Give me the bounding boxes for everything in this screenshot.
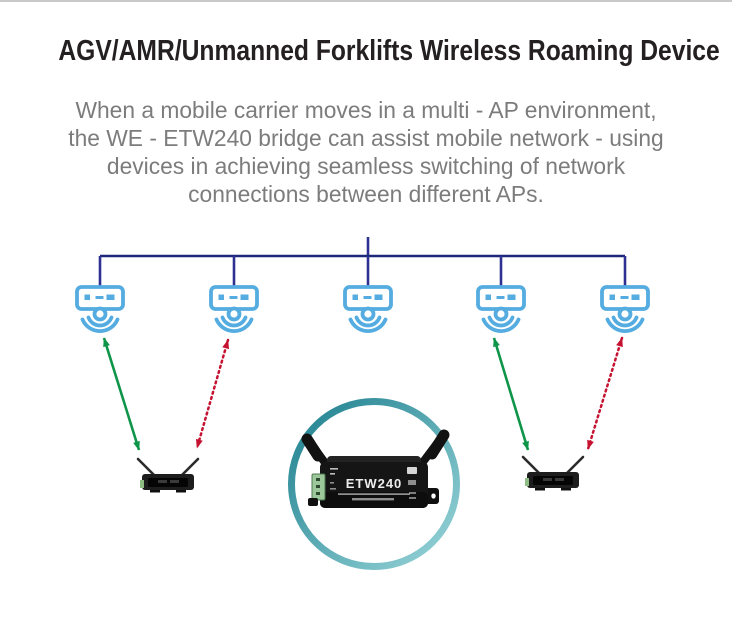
- description-paragraph: When a mobile carrier moves in a multi -…: [0, 96, 732, 208]
- pin-label-mark: [330, 488, 336, 490]
- description-line: connections between different APs.: [188, 181, 544, 207]
- roaming-link-green-left: [102, 337, 141, 451]
- ap-icon-2: [209, 285, 259, 334]
- device-model-label: ETW240: [346, 476, 403, 491]
- roaming-link-red-left: [195, 338, 230, 450]
- terminal-slot: [316, 478, 320, 481]
- network-topology-diagram: ETW240: [75, 237, 650, 570]
- description-line: devices in achieving seamless switching …: [106, 153, 626, 179]
- sub-label-text-strip: [352, 498, 394, 501]
- terminal-slot: [316, 485, 320, 488]
- cert-mark: [409, 492, 416, 494]
- label-underline: [338, 493, 410, 495]
- roaming-link-green-right: [492, 337, 530, 451]
- description-line: the WE - ETW240 bridge can assist mobile…: [68, 125, 664, 151]
- top-divider: [0, 0, 732, 2]
- mobile-bridge-device-right: [521, 455, 585, 492]
- etw240-badge: ETW240: [288, 398, 460, 570]
- page-title: AGV/AMR/Unmanned Forklifts Wireless Roam…: [0, 33, 732, 69]
- pin-label-mark: [330, 473, 335, 475]
- right-antenna-paddle: [426, 429, 450, 460]
- roaming-link-red-right: [586, 336, 624, 451]
- mounting-ear-left: [308, 498, 318, 506]
- terminal-slot: [316, 492, 320, 495]
- cert-mark: [409, 497, 416, 499]
- logo-mark: [407, 467, 417, 474]
- pin-label-mark: [330, 482, 334, 484]
- pin-label-mark: [330, 468, 338, 470]
- mobile-bridge-device-left: [136, 457, 200, 494]
- ap-icon-1: [75, 285, 125, 334]
- cert-mark: [408, 480, 416, 485]
- page-title-text: AGV/AMR/Unmanned Forklifts Wireless Roam…: [58, 35, 720, 67]
- ap-icon-5: [600, 285, 650, 334]
- ap-icon-3: [343, 285, 393, 334]
- mounting-hole: [431, 493, 436, 499]
- description-line: When a mobile carrier moves in a multi -…: [75, 97, 657, 123]
- ap-icon-4: [476, 285, 526, 334]
- left-antenna-paddle: [301, 433, 324, 462]
- etw240-product-photo: ETW240: [301, 429, 450, 508]
